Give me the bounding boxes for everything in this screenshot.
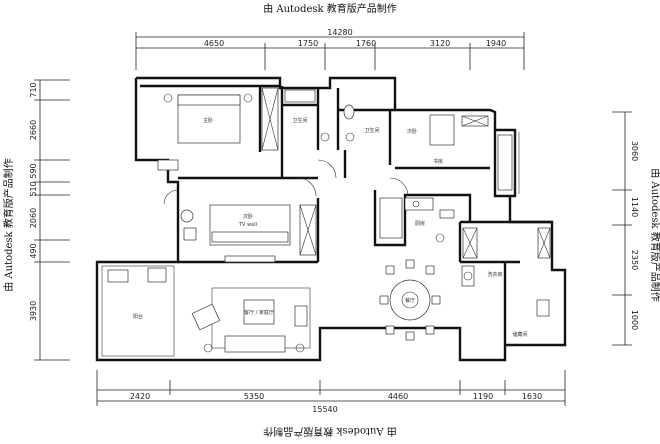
dim-bottom-seg-2: 5350 [244, 392, 264, 401]
label-bathroom-1: 卫生间 [292, 117, 307, 124]
dim-left-seg-6: 490 [29, 243, 38, 258]
dim-bottom-seg-1: 2420 [130, 392, 150, 401]
top-dimensions: 14280 4650 1750 1760 3120 1940 [135, 28, 525, 70]
label-kitchen: 厨房 [415, 220, 425, 227]
dim-top-seg-2: 1750 [298, 39, 318, 48]
bathroom-2: 卫生间 [343, 104, 380, 142]
dim-right-seg-2: 1140 [630, 197, 639, 217]
dim-right-seg-4: 1000 [630, 310, 639, 330]
dim-top-seg-3: 1760 [356, 39, 376, 48]
label-laundry: 洗衣房 [487, 271, 502, 278]
dim-bottom-seg-5: 1630 [522, 392, 542, 401]
watermark-right: 由 Autodesk 教育版产品制作 [649, 168, 660, 302]
bedroom-top-right: 次卧 书房 [407, 114, 513, 191]
laundry: 洗衣房 储藏间 [461, 265, 550, 338]
label-second-bedroom: 次卧 [243, 213, 253, 220]
second-bedroom: 次卧 TV wall [180, 204, 291, 263]
label-master-bedroom: 主卧 [203, 117, 213, 124]
bottom-dimensions: 2420 5350 4460 1190 1630 15540 [96, 370, 566, 414]
label-dining: 餐厅 [405, 297, 415, 304]
label-study: 书房 [433, 158, 443, 165]
doors [163, 159, 409, 205]
bay-window [514, 132, 520, 194]
label-tv-wall: TV wall [238, 222, 257, 228]
wardrobes [261, 87, 551, 259]
dim-top-seg-4: 3120 [430, 39, 450, 48]
label-bathroom-2: 卫生间 [364, 127, 379, 134]
label-bedroom-top-right: 次卧 [407, 128, 417, 135]
dim-top-seg-5: 1940 [486, 39, 506, 48]
dim-left-seg-5: 2060 [29, 208, 38, 228]
dim-bottom-total: 15540 [312, 405, 337, 414]
dim-top-seg-1: 4650 [204, 39, 224, 48]
dim-left-seg-3: 590 [29, 163, 38, 178]
dim-left-seg-2: 2660 [29, 120, 38, 140]
balcony: 阳台 [101, 265, 175, 357]
kitchen: 厨房 [379, 197, 455, 243]
dim-bottom-seg-3: 4460 [388, 392, 408, 401]
exterior-walls [95, 76, 567, 362]
watermark-top: 由 Autodesk 教育版产品制作 [263, 2, 397, 15]
dim-right-seg-3: 2350 [630, 250, 639, 270]
dining-area: 餐厅 [379, 259, 441, 341]
right-dimensions: 3060 1140 2350 1000 [612, 111, 639, 346]
label-storage: 储藏间 [512, 331, 527, 338]
dim-bottom-seg-4: 1190 [473, 392, 493, 401]
interior-walls [140, 84, 520, 345]
watermark-left: 由 Autodesk 教育版产品制作 [2, 158, 15, 292]
master-bedroom: 主卧 [157, 93, 253, 171]
dim-top-total: 14280 [327, 28, 352, 37]
dim-left-seg-4: 510 [29, 181, 38, 196]
bathroom-1: 卫生间 [284, 89, 330, 142]
dim-right-seg-1: 3060 [630, 141, 639, 161]
left-dimensions: 710 2660 590 510 2060 490 3930 [29, 79, 70, 361]
dim-left-seg-7: 3930 [29, 301, 38, 321]
living-room: 客厅 / 家庭厅 [191, 287, 311, 353]
label-living-room: 客厅 / 家庭厅 [244, 309, 274, 316]
label-balcony: 阳台 [133, 313, 143, 320]
watermark-bottom: 由 Autodesk 教育版产品制作 [263, 425, 397, 438]
dim-left-seg-1: 710 [29, 82, 38, 97]
